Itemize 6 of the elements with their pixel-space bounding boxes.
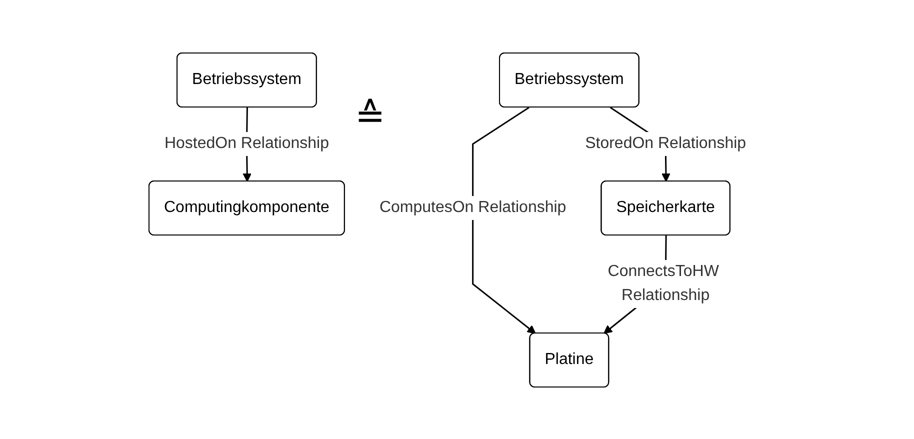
edge-label: ConnectsToHW Relationship <box>607 262 719 304</box>
edge-label: ComputesOn Relationship <box>379 198 566 216</box>
arrow <box>472 106 536 334</box>
correspondence-symbol: ≙ <box>355 95 385 137</box>
edge-label: StoredOn Relationship <box>584 134 746 152</box>
edge-label: HostedOn Relationship <box>164 134 329 152</box>
